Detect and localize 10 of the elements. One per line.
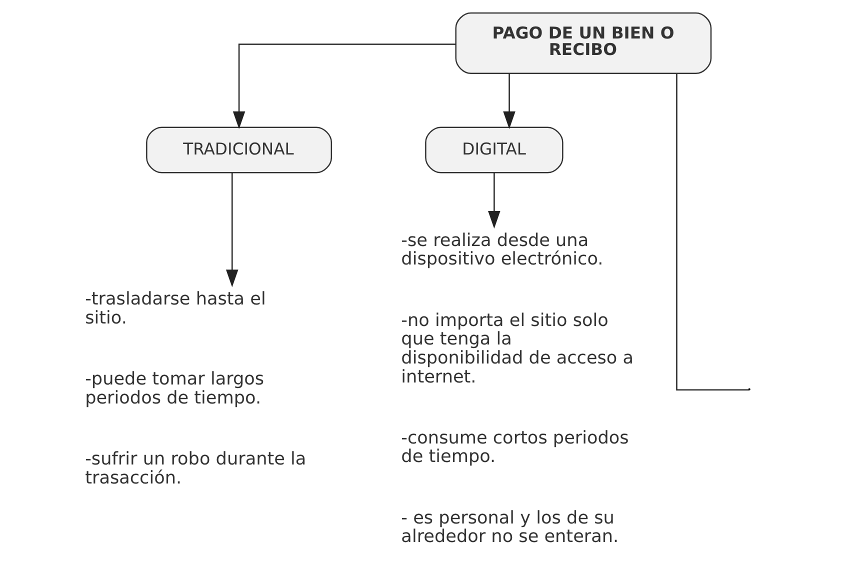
node-box: TRADICIONAL — [146, 126, 332, 174]
arrow — [232, 44, 456, 129]
node-box: PAGO DE UN BIEN O RECIBO — [455, 12, 712, 74]
arrow — [488, 172, 500, 229]
node-text: -trasladarse hasta el sitio. -puede tomar largos periodos de tiempo. -sufrir un robo durante la trasacción. — [85, 290, 306, 488]
connector — [676, 74, 750, 390]
node-box: DIGITAL — [425, 126, 564, 174]
node-text: -se realiza desde una dispositivo electrónico. -no importa el sitio solo que tenga la disponibilidad de acceso a internet. -consume cortos periodos de tiempo. - es personal y los de su alrededor no se enteran. — [401, 230, 634, 548]
arrow — [226, 172, 238, 288]
arrow — [503, 74, 516, 129]
